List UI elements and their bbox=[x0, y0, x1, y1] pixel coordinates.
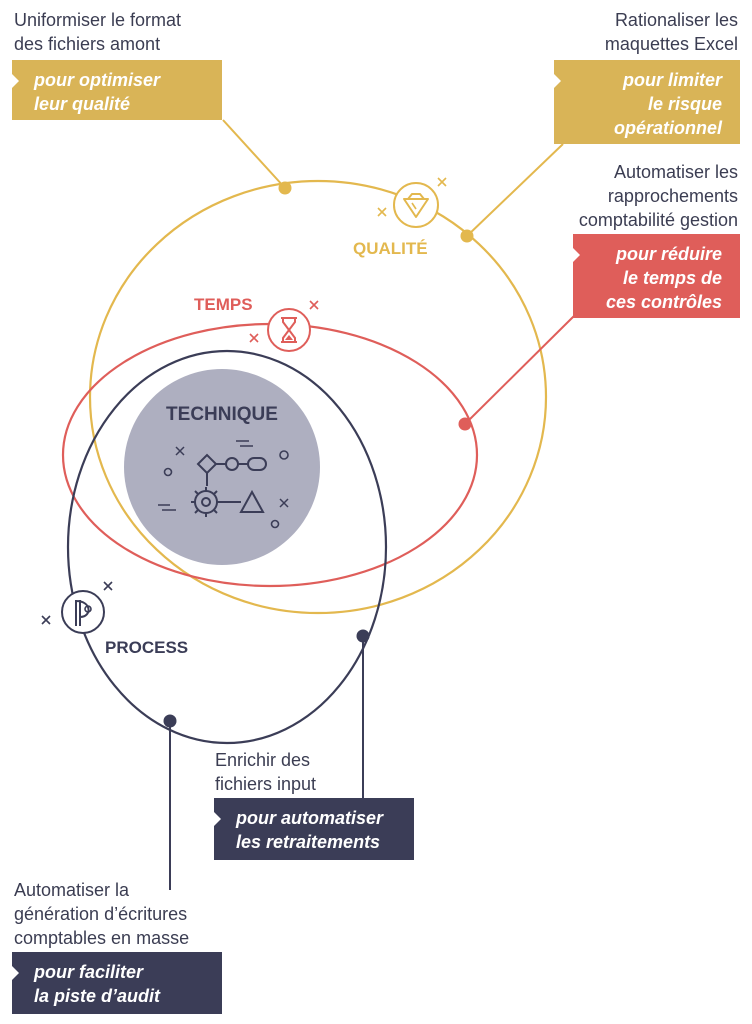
sparkle-icon bbox=[249, 300, 319, 343]
rapprochements-tag: pour réduire le temps de ces contrôles bbox=[573, 234, 740, 318]
ecritures-tag: pour faciliter la piste d’audit bbox=[12, 952, 222, 1014]
rapprochements-connector bbox=[464, 314, 576, 425]
diamond-icon bbox=[393, 182, 439, 228]
flowchart-icon bbox=[158, 440, 267, 513]
technique-circle bbox=[124, 369, 320, 565]
process-label: PROCESS bbox=[105, 638, 188, 657]
input-tag: pour automatiser les retraitements bbox=[214, 798, 414, 860]
dot-icon bbox=[163, 467, 173, 477]
temps-label: TEMPS bbox=[194, 295, 253, 314]
ecritures-dot bbox=[163, 714, 177, 728]
tag-notch bbox=[12, 74, 19, 88]
qualite-label: QUALITÉ bbox=[353, 239, 428, 258]
dot-icon bbox=[279, 450, 289, 460]
rapprochements-dot bbox=[458, 417, 472, 431]
maquettes-tag: pour limiter le risque opérationnel bbox=[554, 60, 740, 144]
hourglass-icon bbox=[267, 308, 311, 352]
tag-notch bbox=[214, 812, 221, 826]
process-icon bbox=[61, 590, 105, 634]
tag-notch bbox=[554, 74, 561, 88]
rapprochements-heading: Automatiser les rapprochements comptabil… bbox=[578, 162, 738, 230]
sparkle-icon bbox=[377, 177, 447, 217]
format-dot bbox=[278, 181, 292, 195]
tag-notch bbox=[12, 966, 19, 980]
sparkle-icon bbox=[41, 581, 113, 625]
maquettes-connector bbox=[466, 143, 564, 237]
input-dot bbox=[356, 629, 370, 643]
maquettes-dot bbox=[460, 229, 474, 243]
dot-icon bbox=[270, 519, 280, 529]
tag-notch bbox=[573, 248, 580, 262]
input-heading: Enrichir des fichiers input bbox=[215, 750, 317, 794]
qualite-ring bbox=[88, 179, 548, 615]
sparkle-icon bbox=[175, 446, 289, 508]
ecritures-heading: Automatiser la génération d’écritures co… bbox=[14, 880, 190, 948]
format-tag: pour optimiser leur qualité bbox=[12, 60, 222, 120]
format-connector bbox=[222, 119, 286, 189]
maquettes-heading: Rationaliser les maquettes Excel bbox=[604, 10, 738, 54]
technique-label: TECHNIQUE bbox=[166, 404, 278, 425]
gear-icon bbox=[191, 487, 221, 517]
process-ring bbox=[66, 349, 388, 745]
format-heading: Uniformiser le format des fichiers amont bbox=[14, 10, 182, 54]
